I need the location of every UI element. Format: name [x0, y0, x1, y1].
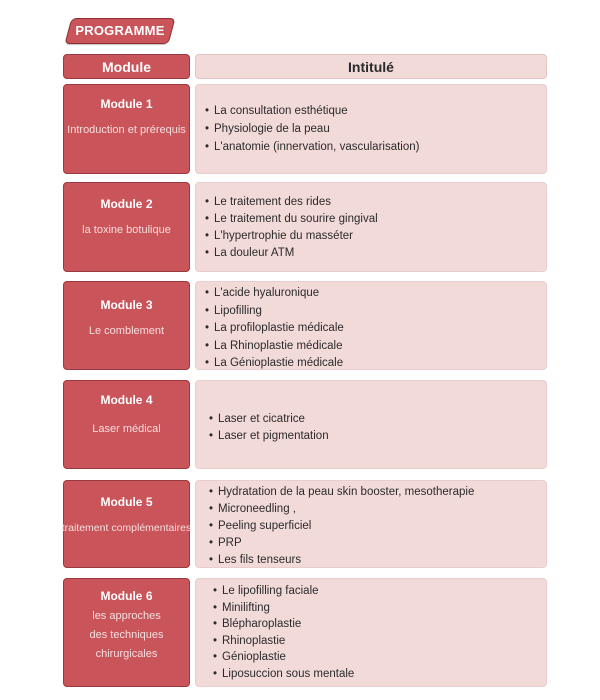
list-item: Liposuccion sous mentale: [213, 666, 546, 683]
list-item: Le traitement des rides: [205, 194, 546, 211]
module-4-cell: Module 4 Laser médical: [63, 380, 190, 469]
list-item: Lipofilling: [205, 303, 546, 321]
list-item: La profiloplastie médicale: [205, 320, 546, 338]
module-title: Module 6: [100, 589, 153, 603]
module-subtitle: Laser médical: [92, 423, 161, 435]
module-3-content: L'acide hyaluronique Lipofilling La prof…: [195, 281, 547, 370]
list-item: L'acide hyaluronique: [205, 285, 546, 303]
module-6-list: Le lipofilling faciale Minilifting Bléph…: [196, 583, 546, 682]
programme-tag: PROGRAMME: [75, 23, 165, 38]
module-title: Module 2: [100, 197, 153, 211]
module-4-content: Laser et cicatrice Laser et pigmentation: [195, 380, 547, 469]
list-item: Laser et pigmentation: [209, 428, 546, 445]
module-5-cell: Module 5 traitement complémentaires: [61, 480, 192, 568]
list-item: L'hypertrophie du masséter: [205, 228, 546, 245]
list-item: Le lipofilling faciale: [213, 583, 546, 600]
module-1-content: La consultation esthétique Physiologie d…: [195, 84, 547, 174]
list-item: L'anatomie (innervation, vascularisation…: [205, 138, 546, 156]
list-item: Hydratation de la peau skin booster, mes…: [209, 484, 546, 501]
module-title: Module 3: [100, 298, 153, 312]
module-title: Module 5: [100, 495, 153, 509]
list-item: Peeling superficiel: [209, 518, 546, 535]
module-title: Module 4: [100, 393, 153, 407]
module-2-content: Le traitement des rides Le traitement du…: [195, 182, 547, 272]
module-3-cell: Module 3 Le comblement: [63, 281, 190, 370]
list-item: La Génioplastie médicale: [205, 355, 546, 373]
list-item: PRP: [209, 535, 546, 552]
list-item: Rhinoplastie: [213, 633, 546, 650]
module-5-list: Hydratation de la peau skin booster, mes…: [196, 484, 546, 569]
list-item: Génioplastie: [213, 649, 546, 666]
list-item: Le traitement du sourire gingival: [205, 211, 546, 228]
module-subtitle: des techniques: [89, 629, 164, 641]
module-6-cell: Module 6 les approches des techniques ch…: [63, 578, 190, 687]
list-item: Minilifting: [213, 600, 546, 617]
list-item: Physiologie de la peau: [205, 120, 546, 138]
module-subtitle: chirurgicales: [95, 648, 158, 660]
module-5-content: Hydratation de la peau skin booster, mes…: [195, 480, 547, 568]
list-item: Les fils tenseurs: [209, 552, 546, 569]
module-3-list: L'acide hyaluronique Lipofilling La prof…: [196, 285, 546, 373]
module-2-list: Le traitement des rides Le traitement du…: [196, 194, 546, 262]
header-intitule: Intitulé: [195, 54, 547, 79]
module-subtitle: Le comblement: [88, 325, 165, 337]
module-6-content: Le lipofilling faciale Minilifting Bléph…: [195, 578, 547, 687]
module-subtitle: traitement complémentaires: [61, 522, 192, 534]
module-4-list: Laser et cicatrice Laser et pigmentation: [196, 411, 546, 445]
module-title: Module 1: [100, 97, 153, 111]
module-2-cell: Module 2 la toxine botulique: [63, 182, 190, 272]
list-item: La Rhinoplastie médicale: [205, 338, 546, 356]
module-1-cell: Module 1 Introduction et prérequis: [63, 84, 190, 174]
module-subtitle: Introduction et prérequis: [67, 124, 186, 136]
list-item: Microneedling ,: [209, 501, 546, 518]
module-1-list: La consultation esthétique Physiologie d…: [196, 102, 546, 156]
list-item: La douleur ATM: [205, 245, 546, 262]
list-item: Blépharoplastie: [213, 616, 546, 633]
header-module: Module: [63, 54, 190, 79]
module-subtitle: la toxine botulique: [82, 224, 171, 236]
list-item: Laser et cicatrice: [209, 411, 546, 428]
list-item: La consultation esthétique: [205, 102, 546, 120]
module-subtitle: les approches: [92, 610, 161, 622]
